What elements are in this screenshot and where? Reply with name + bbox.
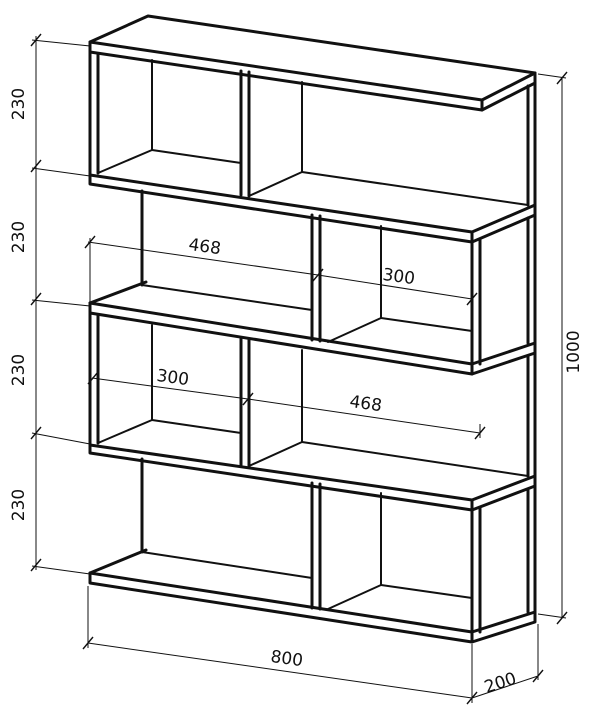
bottom-board [88, 548, 537, 644]
bookcase-structure [88, 14, 537, 644]
dimension-lines [30, 33, 568, 705]
total-height-label: 1000 [564, 330, 584, 373]
inner-width-lower-label: 468 [348, 392, 383, 416]
shelf-height-label-1: 230 [9, 88, 29, 120]
depth-label: 200 [482, 669, 519, 698]
shelf-height-label-3: 230 [9, 354, 29, 386]
shelf-height-label-2: 230 [9, 221, 29, 253]
tier-3 [88, 311, 537, 478]
inner-width-upper-right-label: 300 [381, 265, 416, 289]
total-width-label: 800 [269, 647, 304, 671]
dimension-labels: 230 230 230 230 1000 800 200 468 300 300… [9, 88, 584, 698]
shelf-height-label-4: 230 [9, 489, 29, 521]
inner-width-upper-label: 468 [187, 235, 222, 259]
tier-1 [88, 50, 537, 207]
top-board [88, 14, 537, 112]
inner-width-lower-left-label: 300 [155, 366, 190, 390]
tier-4 [140, 457, 537, 634]
tier-2 [140, 189, 537, 366]
